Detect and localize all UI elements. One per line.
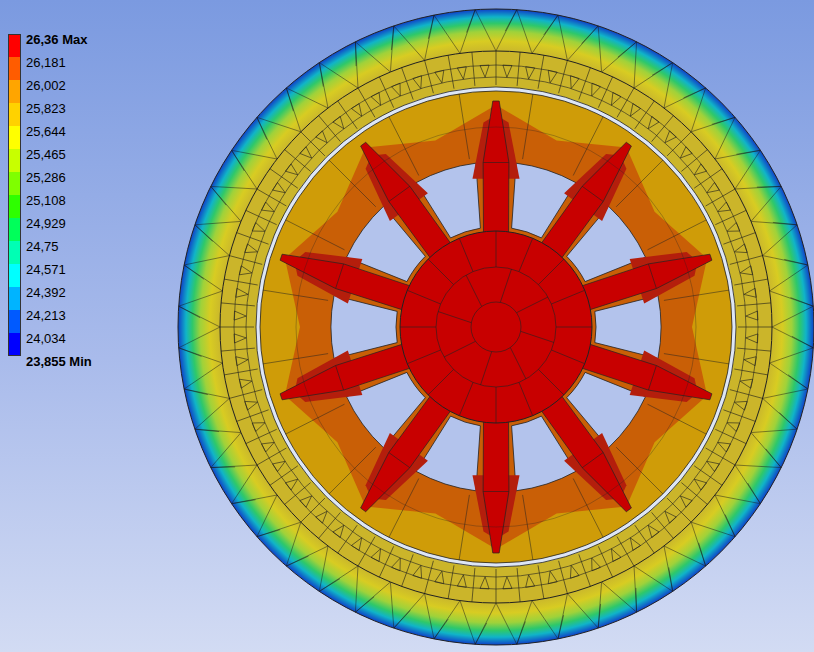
legend-swatch xyxy=(8,172,21,195)
mesh-lines xyxy=(436,267,556,387)
rotor-spoke xyxy=(538,392,631,512)
legend-value: 25,286 xyxy=(26,169,66,187)
legend-swatch xyxy=(8,287,21,310)
legend-swatch xyxy=(8,333,21,356)
mesh-lines xyxy=(336,366,344,391)
rotor-spoke xyxy=(538,142,631,262)
legend-swatch xyxy=(8,34,21,57)
legend-value: 25,644 xyxy=(26,123,66,141)
legend-value: 24,392 xyxy=(26,284,66,302)
legend-value: 25,465 xyxy=(26,146,66,164)
mesh-lines xyxy=(582,186,603,201)
mesh-lines xyxy=(483,491,509,492)
legend-value: 23,855 Min xyxy=(26,353,92,371)
legend-value: 25,108 xyxy=(26,192,66,210)
legend-swatch xyxy=(8,264,21,287)
mesh-lines xyxy=(389,186,410,201)
rotor-spoke xyxy=(280,254,415,311)
legend-swatch xyxy=(8,57,21,80)
mesh-lines xyxy=(483,162,509,163)
stator xyxy=(220,51,772,603)
rotor-spoke xyxy=(280,343,415,400)
legend-value: 24,213 xyxy=(26,307,66,325)
legend-swatch xyxy=(8,218,21,241)
rotor-spoke xyxy=(483,101,509,238)
air-gap xyxy=(256,87,736,567)
stator-slots xyxy=(220,51,772,603)
housing xyxy=(178,9,814,645)
legend-swatch xyxy=(8,241,21,264)
rotor-hub xyxy=(400,231,592,423)
mesh-lines xyxy=(179,10,814,645)
rotor-spoke xyxy=(361,142,454,262)
mesh-lines xyxy=(389,453,410,468)
mesh-lines xyxy=(648,264,656,289)
mesh-lines xyxy=(336,264,344,289)
legend-value: 24,571 xyxy=(26,261,66,279)
legend-swatch xyxy=(8,80,21,103)
mesh-lines xyxy=(296,127,696,527)
mesh-lines xyxy=(471,302,521,352)
legend-value: 26,181 xyxy=(26,54,66,72)
legend-value: 25,823 xyxy=(26,100,66,118)
legend-value: 26,36 Max xyxy=(26,31,87,49)
rotor-spoke xyxy=(577,254,712,311)
legend-swatch xyxy=(8,126,21,149)
legend-swatch xyxy=(8,310,21,333)
legend-value: 24,929 xyxy=(26,215,66,233)
legend-swatch xyxy=(8,149,21,172)
mesh-lines xyxy=(246,77,746,577)
legend-value: 24,75 xyxy=(26,238,59,256)
rotor-spoke xyxy=(483,416,509,553)
rotor-spoke xyxy=(577,343,712,400)
rotor-spoke xyxy=(361,392,454,512)
legend-swatch xyxy=(8,103,21,126)
mesh-lines xyxy=(648,366,656,391)
motor-cross-section xyxy=(178,9,814,645)
legend-value: 26,002 xyxy=(26,77,66,95)
color-legend: 26,36 Max 26,181 26,002 25,823 25,644 25,465 2… xyxy=(0,0,170,380)
legend-value: 24,034 xyxy=(26,330,66,348)
mesh-lines xyxy=(263,94,729,560)
mesh-lines xyxy=(400,231,592,423)
legend-swatch xyxy=(8,195,21,218)
mesh-lines xyxy=(582,453,603,468)
mesh-lines xyxy=(234,65,758,589)
rotor xyxy=(260,91,732,563)
